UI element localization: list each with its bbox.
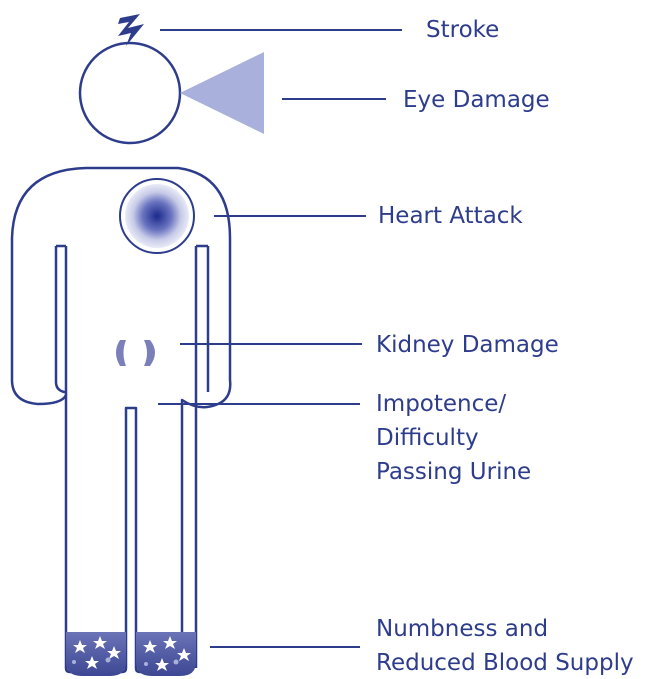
kidney-damage-label-text: Kidney Damage: [376, 332, 559, 358]
radial-glow-icon: [125, 184, 189, 248]
stroke-label-text: Stroke: [426, 17, 499, 43]
numbness-label: Numbness and Reduced Blood Supply: [376, 612, 634, 679]
heart-attack-label: Heart Attack: [378, 199, 523, 233]
heart-attack-label-text: Heart Attack: [378, 203, 523, 229]
eye-damage-label-text: Eye Damage: [403, 87, 550, 113]
left-arm-inner: [56, 246, 66, 392]
body-outline: [12, 168, 230, 672]
impotence-line-1: Impotence/: [376, 387, 531, 421]
head-outline: [80, 43, 180, 143]
kidney-icon: [116, 340, 126, 366]
lightning-bolt-icon: [118, 14, 144, 46]
stroke-label: Stroke: [426, 13, 499, 47]
impotence-line-2: Difficulty: [376, 421, 531, 455]
impotence-line-3: Passing Urine: [376, 455, 531, 489]
numbness-line-1: Numbness and: [376, 612, 634, 646]
triangle-icon: [180, 52, 264, 134]
kidney-icon: [144, 340, 155, 366]
kidney-damage-label: Kidney Damage: [376, 328, 559, 362]
impotence-label: Impotence/ Difficulty Passing Urine: [376, 387, 531, 489]
eye-damage-label: Eye Damage: [403, 83, 550, 117]
numbness-line-2: Reduced Blood Supply: [376, 646, 634, 679]
